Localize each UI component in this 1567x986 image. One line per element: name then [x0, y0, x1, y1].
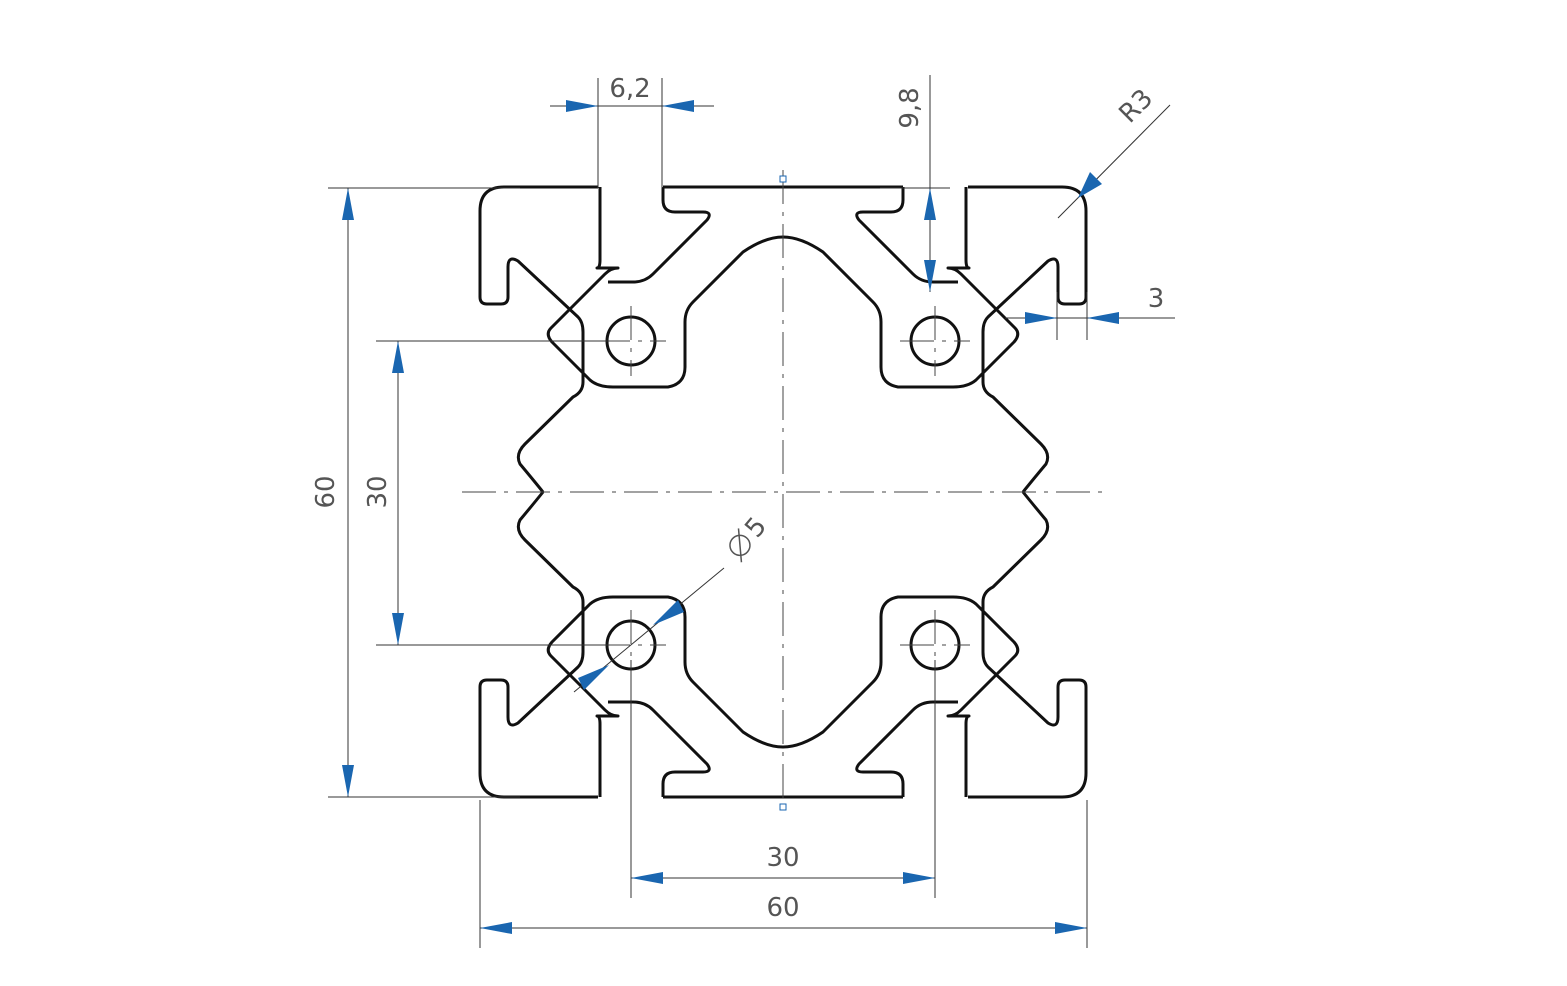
hole-diameter-annotation: 5	[729, 512, 773, 563]
hole-spacing-vertical-label: 30	[363, 475, 393, 508]
hole-spacing-horizontal-label: 30	[766, 843, 799, 873]
centre-lines	[462, 170, 1104, 812]
slot-width-label: 6,2	[609, 74, 650, 104]
overall-height-label: 60	[311, 475, 341, 508]
slot-depth-label: 9,8	[895, 87, 925, 128]
hole-diameter-label: 5	[739, 512, 773, 544]
overall-width-label: 60	[766, 893, 799, 923]
diameter-symbol-icon	[729, 534, 751, 557]
dimension-lines	[328, 75, 1175, 948]
dimension-arrows	[342, 100, 1119, 934]
wall-thickness-label: 3	[1148, 284, 1165, 314]
